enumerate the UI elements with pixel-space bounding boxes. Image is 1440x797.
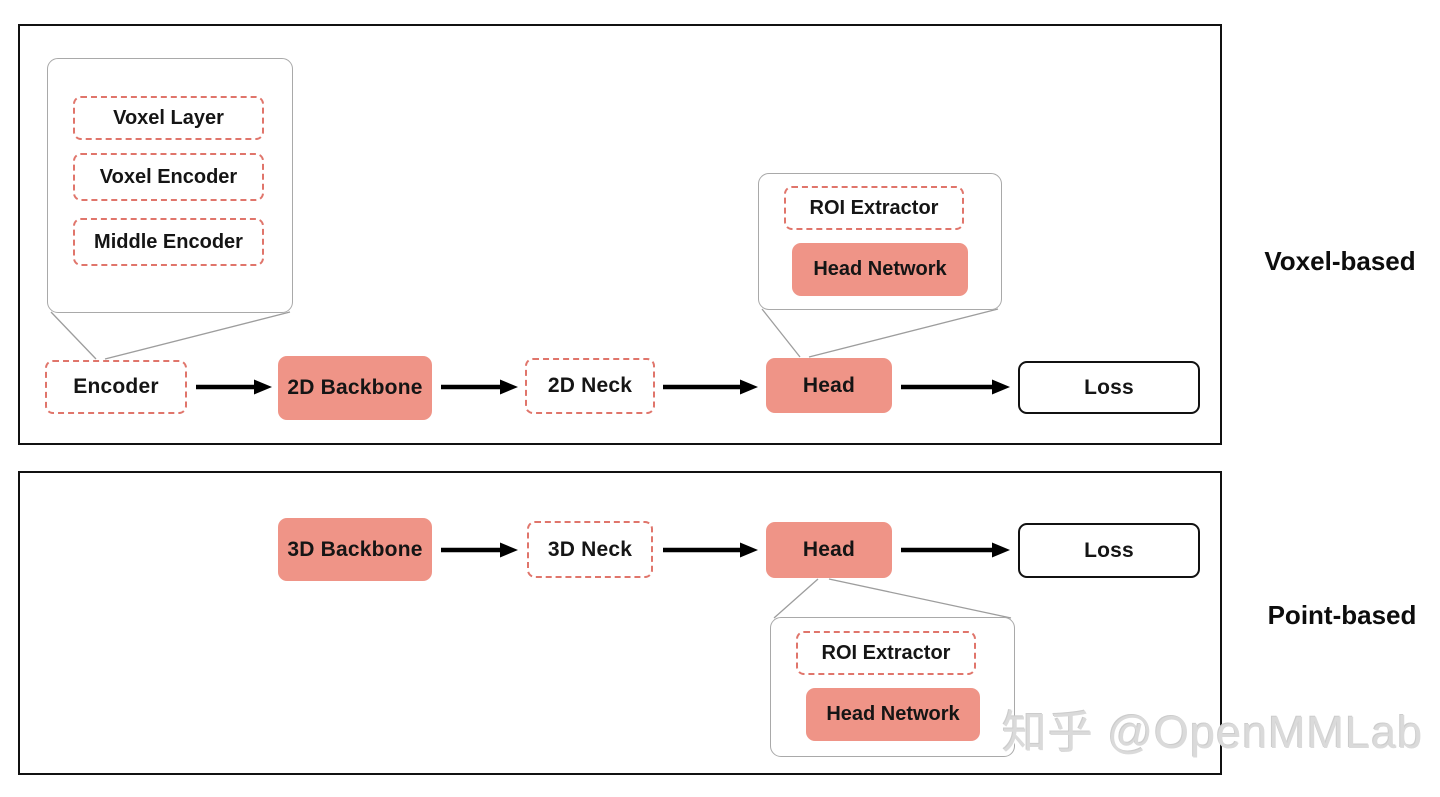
head-network-box: Head Network: [792, 243, 968, 296]
watermark: 知乎 @OpenMMLab: [1002, 707, 1424, 758]
backbone-3d-node: 3D Backbone: [278, 518, 432, 581]
voxel-flow-arrows: [196, 379, 1010, 395]
encoder-node: Encoder: [45, 360, 187, 414]
voxel-head-components-callout: ROI Extractor Head Network: [758, 173, 1002, 310]
point-head-callout-funnel: [773, 578, 1012, 619]
neck-3d-node: 3D Neck: [527, 521, 653, 578]
voxel-encoder-box: Voxel Encoder: [73, 153, 264, 201]
voxel-layer-box: Voxel Layer: [73, 96, 264, 140]
point-based-panel: [18, 471, 1222, 775]
head-node-point: Head: [766, 522, 892, 578]
neck-2d-node: 2D Neck: [525, 358, 655, 414]
voxel-based-panel: [18, 24, 1222, 445]
encoder-callout-funnel: [50, 311, 291, 360]
loss-node-point: Loss: [1018, 523, 1200, 578]
point-based-label: Point-based: [1267, 599, 1417, 630]
roi-extractor-box: ROI Extractor: [784, 186, 964, 230]
head-network-box: Head Network: [806, 688, 980, 741]
loss-node-voxel: Loss: [1018, 361, 1200, 414]
backbone-2d-node: 2D Backbone: [278, 356, 432, 420]
middle-encoder-box: Middle Encoder: [73, 218, 264, 266]
point-head-components-callout: ROI Extractor Head Network: [770, 617, 1015, 757]
point-flow-arrows: [441, 542, 1010, 558]
voxel-based-label: Voxel-based: [1264, 245, 1416, 276]
head-node-voxel: Head: [766, 358, 892, 413]
encoder-components-callout: Voxel Layer Voxel Encoder Middle Encoder: [47, 58, 293, 313]
roi-extractor-box: ROI Extractor: [796, 631, 976, 675]
voxel-head-callout-funnel: [761, 308, 999, 358]
